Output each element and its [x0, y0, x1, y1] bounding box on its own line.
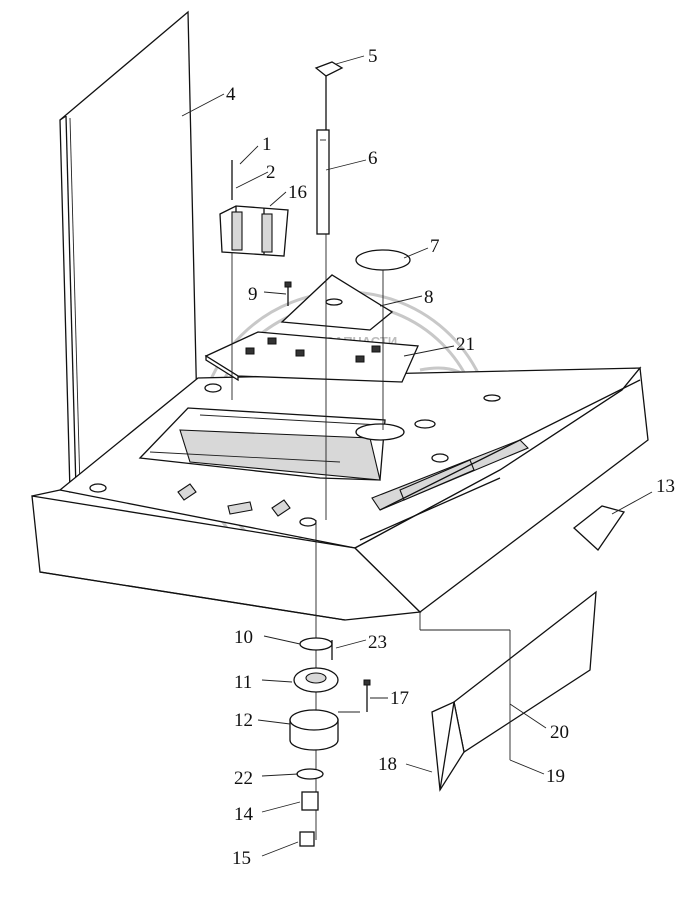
callout-7: 7: [430, 236, 440, 257]
lower-assembly: [289, 637, 371, 847]
callout-labels: 1 2 4 5 6 7 8 9 10 11 12 13 14 15 16 17 …: [226, 46, 675, 869]
part-10-washer: [299, 637, 333, 651]
callout-17: 17: [390, 688, 409, 709]
assembly-lines: [231, 234, 384, 840]
part-22-washer: [296, 768, 324, 780]
callout-20: 20: [550, 722, 569, 743]
callout-19: 19: [546, 766, 565, 787]
part-18-20-guard: [419, 590, 597, 792]
part-8-plate: [280, 274, 394, 331]
callout-10: 10: [234, 627, 253, 648]
part-14-nut: [301, 791, 319, 811]
callout-21: 21: [456, 334, 475, 355]
callout-8: 8: [424, 287, 434, 308]
callout-16: 16: [288, 182, 307, 203]
callout-1: 1: [262, 134, 272, 155]
callout-11: 11: [234, 672, 252, 693]
callout-14: 14: [234, 804, 254, 825]
callout-12: 12: [234, 710, 253, 731]
part-5-6-rod: [314, 61, 344, 235]
callout-13: 13: [656, 476, 675, 497]
callout-22: 22: [234, 768, 253, 789]
part-21-plate: [204, 331, 419, 383]
part-13-plate: [572, 505, 626, 551]
part-15-nut: [299, 831, 315, 847]
callout-4: 4: [226, 84, 236, 105]
part-7-disc: [355, 249, 411, 271]
callout-5: 5: [368, 46, 378, 67]
part-9-bolt: [284, 281, 292, 306]
part-16-bracket: [219, 160, 289, 257]
leader-lines: [181, 55, 653, 857]
callout-6: 6: [368, 148, 378, 169]
callout-23: 23: [368, 632, 387, 653]
callout-15: 15: [232, 848, 251, 869]
platform-frame: [31, 366, 649, 621]
callout-18: 18: [378, 754, 397, 775]
callout-9: 9: [248, 284, 258, 305]
callout-2: 2: [266, 162, 276, 183]
